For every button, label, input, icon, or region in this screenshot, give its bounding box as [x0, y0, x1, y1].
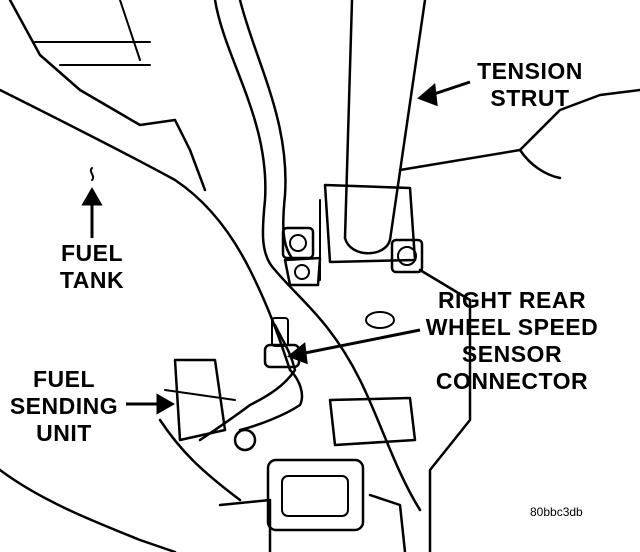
- fuel-tank-lower-edge: [0, 468, 177, 552]
- body-panel-outline: [8, 0, 207, 192]
- label-fuel-tank: FUEL TANK: [59, 240, 125, 293]
- harness-grommet: [233, 428, 257, 452]
- lower-housing-right: [368, 493, 407, 552]
- frame-rail-edge: [518, 148, 562, 180]
- frame-rail-lower: [418, 268, 472, 552]
- lower-bracket: [266, 458, 365, 532]
- panel-stripe-3: [119, 0, 141, 61]
- nut-left: [281, 226, 315, 260]
- arrow-sensor-connector: [299, 328, 421, 356]
- sending-unit-outline: [173, 358, 227, 442]
- label-fuel-sending-unit: FUEL SENDING UNIT: [9, 366, 119, 446]
- label-wheel-speed-sensor-connector: RIGHT REAR WHEEL SPEED SENSOR CONNECTOR: [425, 287, 599, 394]
- figure-code: 80bbc3db: [530, 505, 583, 519]
- fuel-tank-outline: [0, 88, 292, 372]
- tension-strut-left-edge: [343, 0, 354, 240]
- label-tension-strut: TENSION STRUT: [477, 58, 583, 111]
- fuel-tank-seam: [158, 418, 242, 502]
- fuel-line-inner: [238, 0, 294, 260]
- clip-plate: [283, 256, 322, 287]
- tension-strut-right-edge: [388, 0, 427, 242]
- fuel-tank-indicator: [89, 167, 95, 181]
- harness-wire-2: [238, 368, 304, 432]
- tension-strut-end: [343, 236, 392, 255]
- nut-right-center: [397, 246, 417, 266]
- mount-bracket: [323, 183, 417, 264]
- sensor-connector-lock: [271, 317, 289, 347]
- frame-plate: [328, 396, 417, 447]
- fuel-line-outer: [213, 0, 422, 512]
- clip-bolt: [294, 264, 310, 280]
- sending-unit-flange: [164, 389, 236, 401]
- nut-right: [390, 238, 424, 274]
- nut-left-center: [289, 234, 307, 252]
- lower-bracket-inner: [281, 475, 349, 517]
- frame-rail-top: [398, 88, 640, 172]
- frame-hole: [365, 311, 395, 329]
- lower-housing: [218, 498, 272, 552]
